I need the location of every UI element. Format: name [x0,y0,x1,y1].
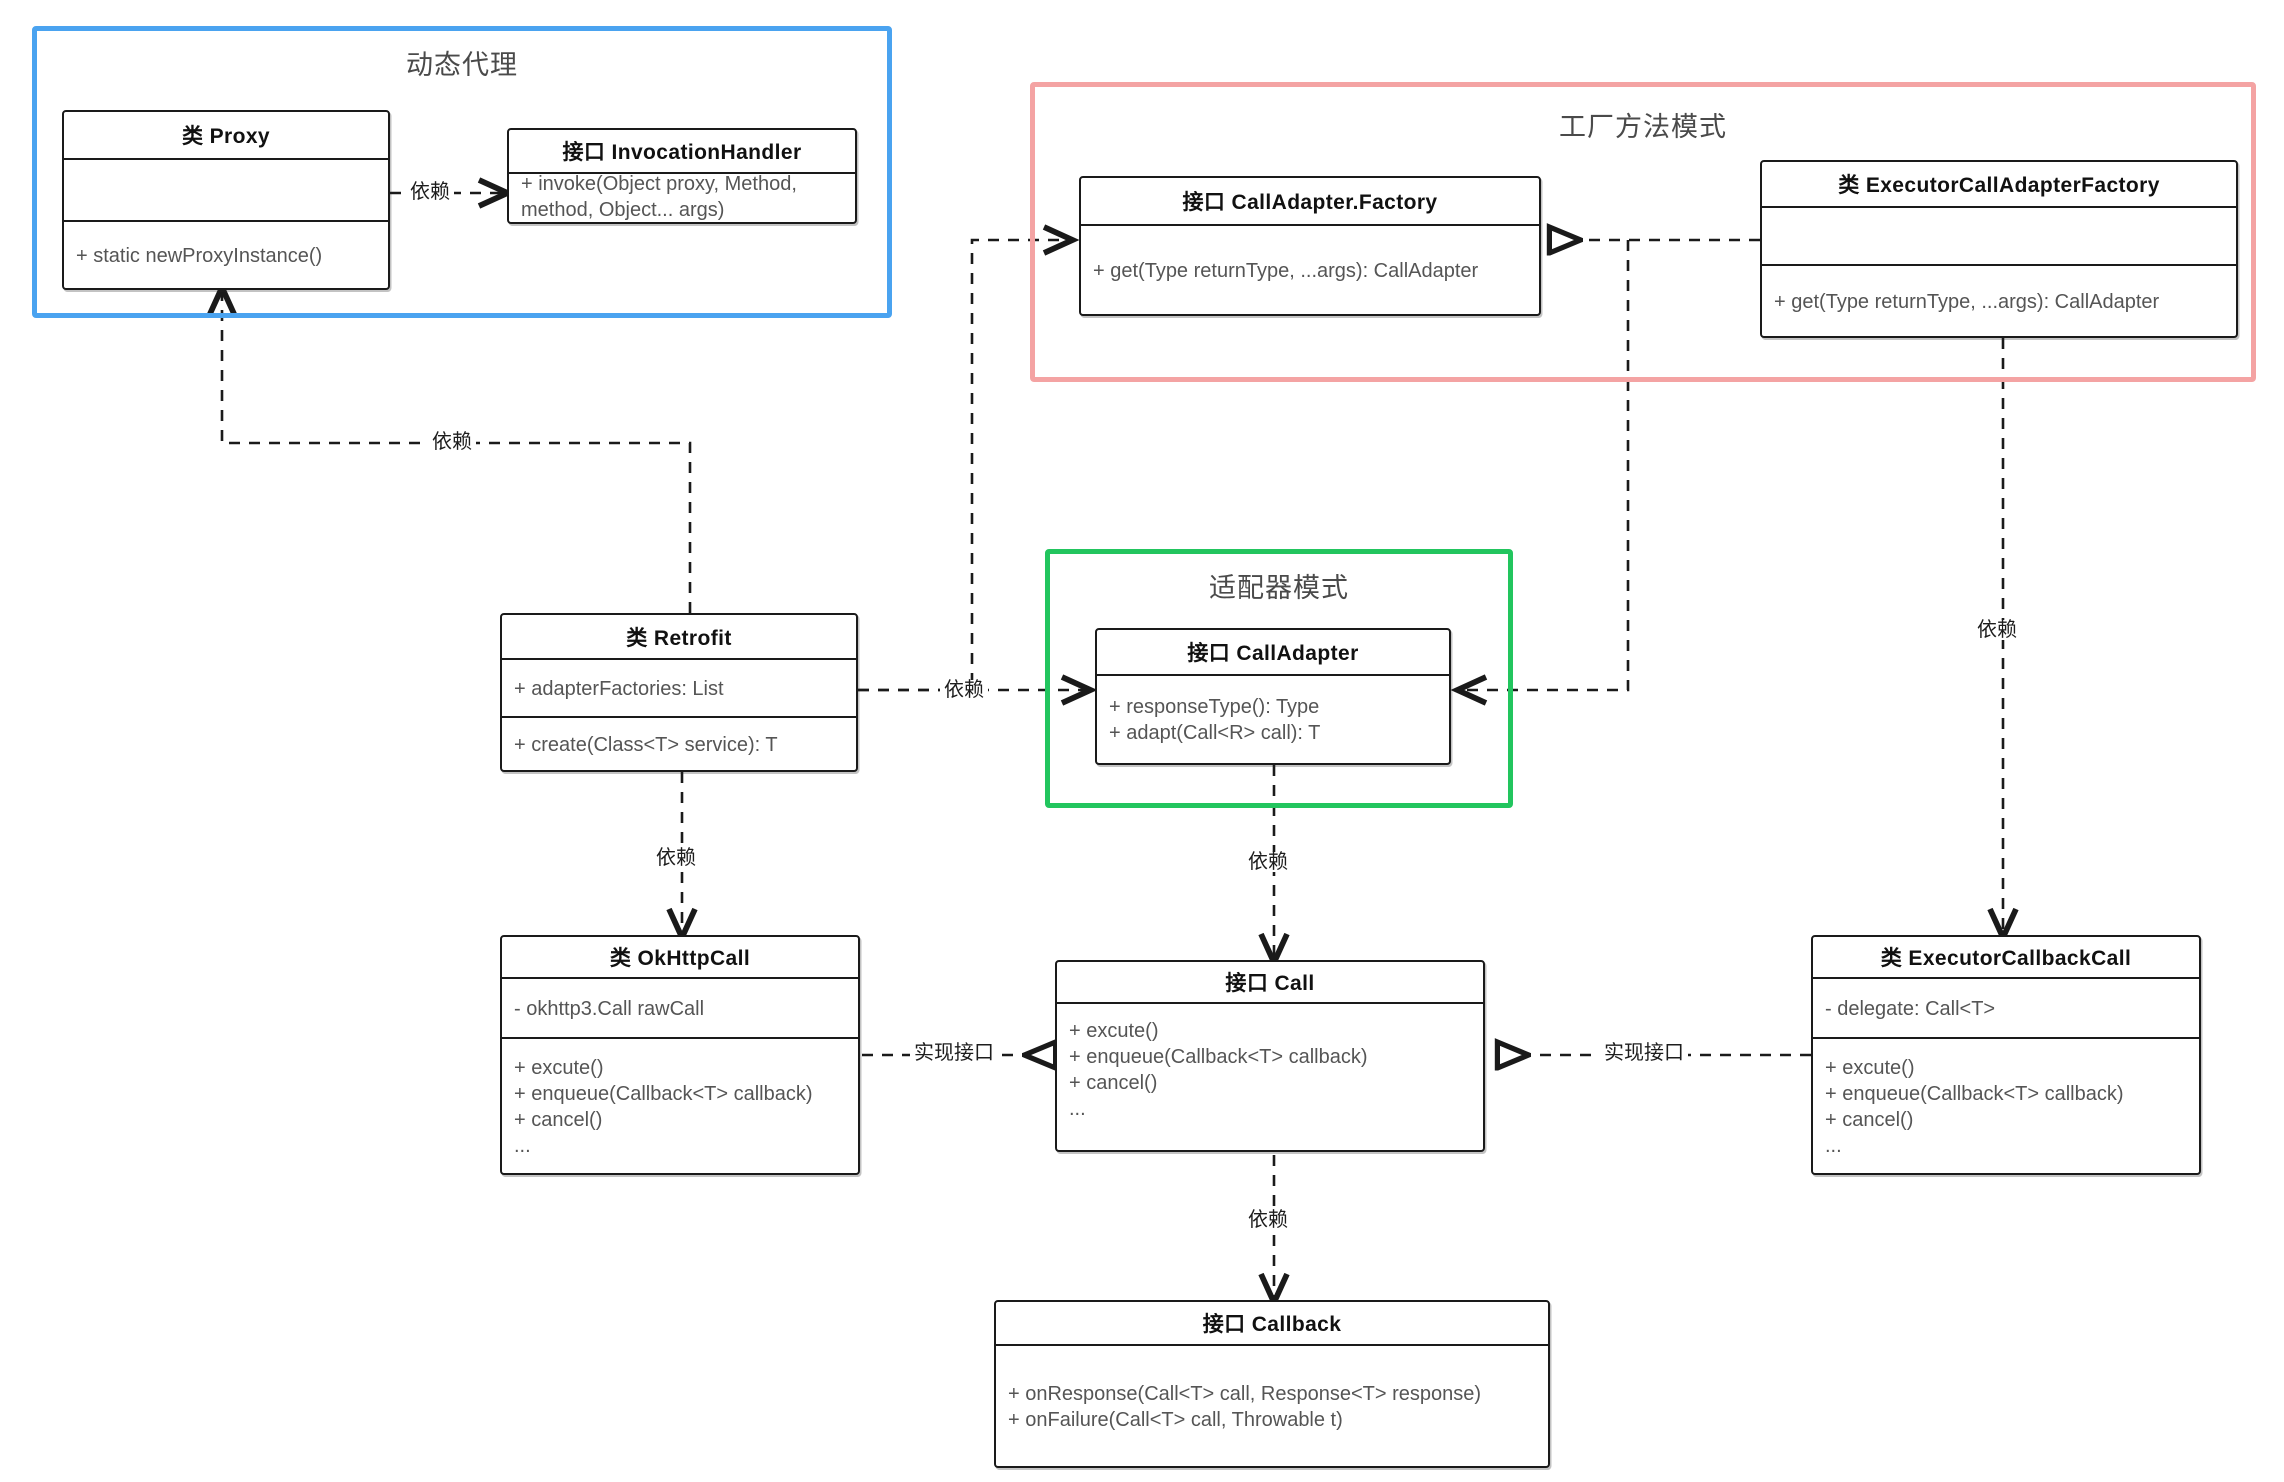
class-methods-calladapter: + responseType(): Type + adapt(Call<R> c… [1097,676,1449,763]
method-line: + get(Type returnType, ...args): CallAda… [1093,259,1479,282]
class-title-call: 接口 Call [1057,962,1483,1004]
method-line: ... [1069,1098,1086,1120]
edge-label-retrofit-to-calladapter: 依赖 [940,680,988,700]
class-methods-retrofit: + create(Class<T> service): T [502,718,856,770]
method-line: + invoke(Object proxy, Method, [521,174,797,195]
group-dynamic-proxy: 动态代理 [32,26,892,318]
class-methods-executorcallbackcall: + excute() + enqueue(Callback<T> callbac… [1813,1039,2199,1173]
method-line: + cancel() [1069,1072,1158,1094]
method-line: + excute() [514,1056,604,1079]
class-box-calladapter[interactable]: 接口 CallAdapter + responseType(): Type + … [1095,628,1451,765]
class-box-okhttpcall[interactable]: 类 OkHttpCall - okhttp3.Call rawCall + ex… [500,935,860,1175]
class-title-retrofit: 类 Retrofit [502,615,856,660]
group-title-adapter: 适配器模式 [1209,573,1349,603]
method-line: ... [1825,1134,1842,1157]
edge-label-ecaf-to-executorcallbackcall: 依赖 [1973,620,2021,640]
method-line: + excute() [1069,1020,1159,1042]
method-line: ... [514,1134,531,1157]
class-methods-call: + excute() + enqueue(Callback<T> callbac… [1057,1004,1483,1150]
method-line: + adapt(Call<R> call): T [1109,722,1321,744]
method-line: + onResponse(Call<T> call, Response<T> r… [1008,1382,1482,1405]
class-attributes-executorcalladapterfactory [1762,208,2236,266]
method-line: + excute() [1825,1056,1915,1079]
class-box-retrofit[interactable]: 类 Retrofit + adapterFactories: List + cr… [500,613,858,772]
edge-label-calladapter-to-call: 依赖 [1244,852,1292,872]
class-box-proxy[interactable]: 类 Proxy + static newProxyInstance() [62,110,390,290]
class-title-invocationhandler: 接口 InvocationHandler [509,130,855,174]
group-title-dynamic-proxy: 动态代理 [406,50,518,80]
class-attributes-retrofit: + adapterFactories: List [502,660,856,718]
class-title-executorcalladapterfactory: 类 ExecutorCallAdapterFactory [1762,162,2236,208]
edge-label-proxy-to-invocationhandler: 依赖 [406,182,454,202]
group-title-factory-method: 工厂方法模式 [1559,112,1727,142]
method-line: + get(Type returnType, ...args): CallAda… [1774,290,2160,313]
class-box-invocationhandler[interactable]: 接口 InvocationHandler + invoke(Object pro… [507,128,857,224]
method-line: + create(Class<T> service): T [514,733,778,756]
method-line: method, Object... args) [521,199,725,221]
class-box-calladapter-factory[interactable]: 接口 CallAdapter.Factory + get(Type return… [1079,176,1541,316]
attribute-line: + adapterFactories: List [514,677,724,700]
class-methods-executorcalladapterfactory: + get(Type returnType, ...args): CallAda… [1762,266,2236,336]
class-methods-callback: + onResponse(Call<T> call, Response<T> r… [996,1346,1548,1466]
edge-label-retrofit-to-okhttpcall: 依赖 [652,848,700,868]
method-line: + enqueue(Callback<T> callback) [1069,1046,1368,1068]
class-box-call[interactable]: 接口 Call + excute() + enqueue(Callback<T>… [1055,960,1485,1152]
class-title-proxy: 类 Proxy [64,112,388,160]
method-line: + static newProxyInstance() [76,244,323,267]
class-title-calladapter: 接口 CallAdapter [1097,630,1449,676]
class-methods-calladapter-factory: + get(Type returnType, ...args): CallAda… [1081,226,1539,314]
edge-label-executorcallbackcall-to-call: 实现接口 [1600,1043,1688,1063]
group-factory-method: 工厂方法模式 [1030,82,2256,382]
attribute-line: - delegate: Call<T> [1825,997,1996,1020]
class-methods-proxy: + static newProxyInstance() [64,222,388,288]
class-title-okhttpcall: 类 OkHttpCall [502,937,858,979]
edge-label-retrofit-to-proxy: 依赖 [428,432,476,452]
method-line: + onFailure(Call<T> call, Throwable t) [1008,1408,1343,1431]
class-box-executorcalladapterfactory[interactable]: 类 ExecutorCallAdapterFactory + get(Type … [1760,160,2238,338]
attribute-line: - okhttp3.Call rawCall [514,997,705,1020]
class-attributes-executorcallbackcall: - delegate: Call<T> [1813,979,2199,1039]
method-line: + enqueue(Callback<T> callback) [1825,1082,2124,1105]
method-line: + enqueue(Callback<T> callback) [514,1082,813,1105]
group-adapter: 适配器模式 [1045,549,1513,808]
method-line: + cancel() [1825,1108,1914,1131]
class-box-callback[interactable]: 接口 Callback + onResponse(Call<T> call, R… [994,1300,1550,1468]
edge-label-okhttpcall-to-call: 实现接口 [910,1043,998,1063]
edge-label-call-to-callback: 依赖 [1244,1210,1292,1230]
class-methods-invocationhandler: + invoke(Object proxy, Method, method, O… [509,174,855,222]
method-line: + cancel() [514,1108,603,1131]
class-methods-okhttpcall: + excute() + enqueue(Callback<T> callbac… [502,1039,858,1173]
class-attributes-okhttpcall: - okhttp3.Call rawCall [502,979,858,1039]
class-title-executorcallbackcall: 类 ExecutorCallbackCall [1813,937,2199,979]
class-title-callback: 接口 Callback [996,1302,1548,1346]
class-attributes-proxy [64,160,388,222]
class-title-calladapter-factory: 接口 CallAdapter.Factory [1081,178,1539,226]
method-line: + responseType(): Type [1109,696,1320,718]
class-box-executorcallbackcall[interactable]: 类 ExecutorCallbackCall - delegate: Call<… [1811,935,2201,1175]
